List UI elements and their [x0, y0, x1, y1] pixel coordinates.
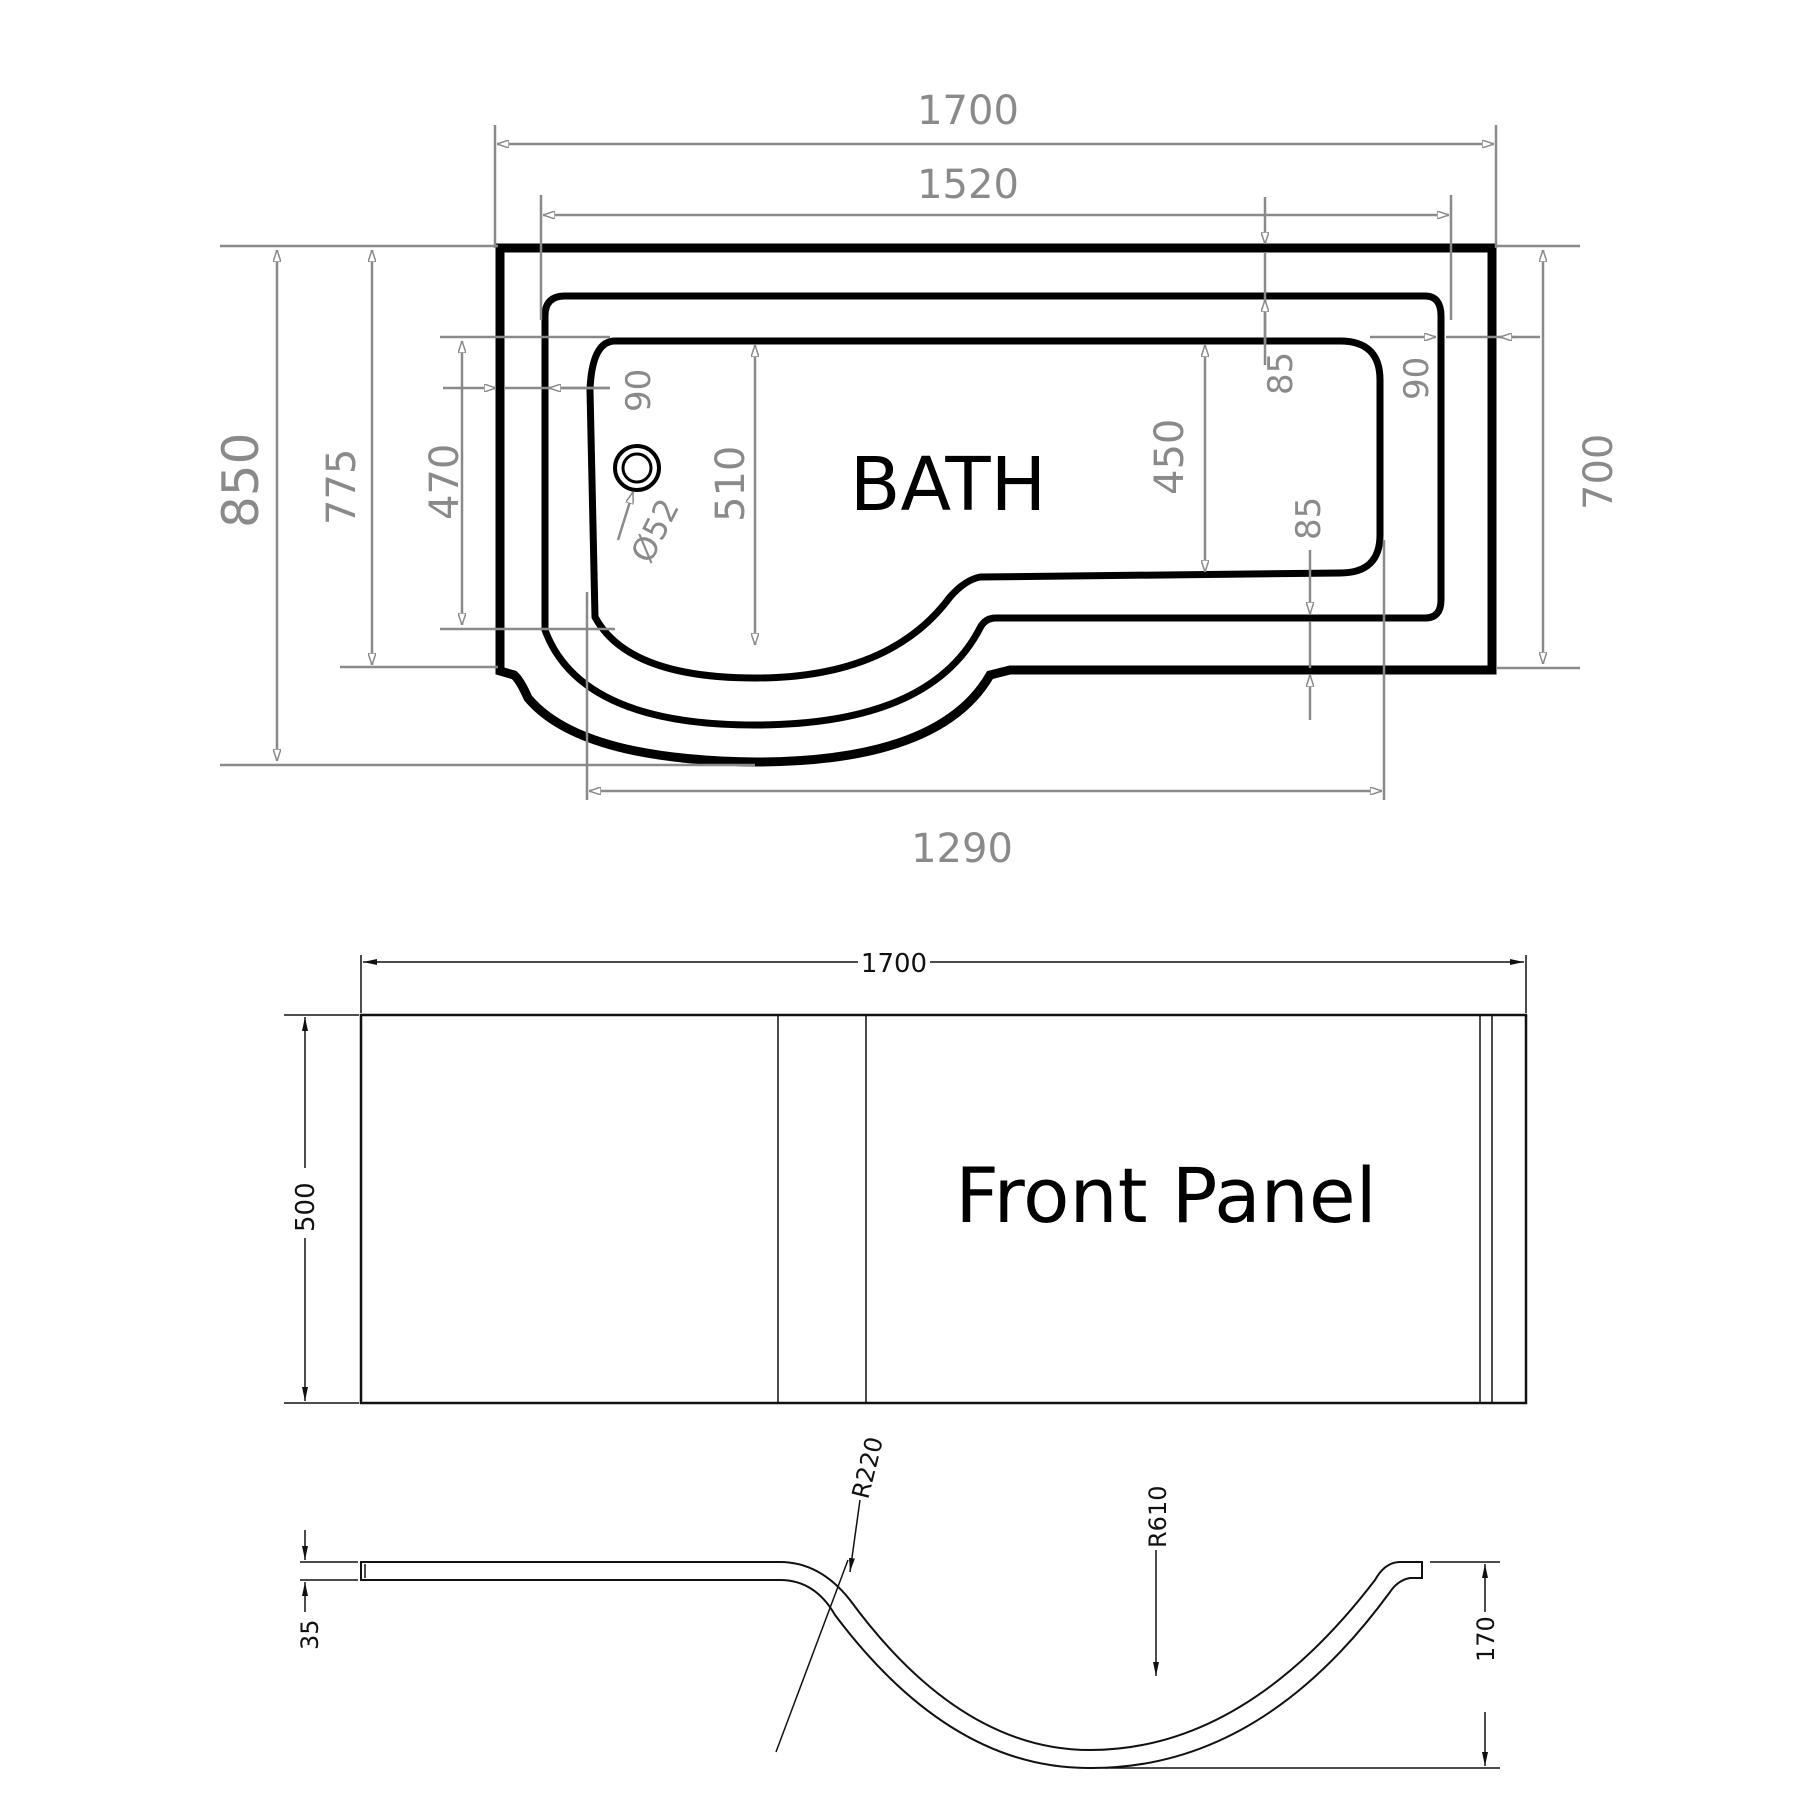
bath-outer-outline	[495, 243, 1497, 767]
bath-middle-outline	[541, 292, 1445, 729]
bath-basin-outline	[586, 337, 1384, 682]
dim-rim-right: 90	[1397, 357, 1437, 400]
front-panel-label: Front Panel	[955, 1151, 1376, 1240]
dim-rim-bottom: 85	[1289, 497, 1329, 540]
dim-base-length: 1290	[911, 826, 1013, 872]
front-panel-elevation: 1700 500 Front Panel	[284, 949, 1528, 1405]
panel-profile-outer	[360, 1561, 1423, 1770]
dim-width-700: 700	[1576, 434, 1622, 510]
dim-waste-diameter: Ø52	[623, 493, 687, 569]
dim-radius-small: R220	[847, 1434, 889, 1501]
dim-width-470: 470	[422, 444, 468, 520]
dim-panel-length: 1700	[861, 949, 927, 979]
dim-radius-large: R610	[1144, 1486, 1172, 1548]
dim-rim-top: 85	[1261, 352, 1301, 395]
dim-rim-left: 90	[619, 369, 659, 412]
dim-panel-thickness: 35	[296, 1619, 324, 1650]
panel-profile-view: 35 170 R220 R610	[296, 1434, 1500, 1770]
dim-width-775: 775	[319, 449, 365, 525]
dim-overall-length: 1700	[917, 88, 1019, 134]
front-panel-outline	[359, 1013, 1528, 1405]
dim-panel-height: 500	[291, 1182, 321, 1232]
dim-width-510: 510	[708, 446, 754, 522]
waste-outlet-icon	[613, 444, 661, 492]
bath-label: BATH	[850, 442, 1047, 528]
dim-inner-length: 1520	[917, 162, 1019, 208]
bath-plan-view: 1700 1520 85 850 775 470 90 510 Ø52	[212, 88, 1622, 872]
dim-panel-depth: 170	[1472, 1616, 1500, 1662]
dim-overall-width: 850	[212, 433, 270, 528]
dim-width-450: 450	[1147, 419, 1193, 495]
